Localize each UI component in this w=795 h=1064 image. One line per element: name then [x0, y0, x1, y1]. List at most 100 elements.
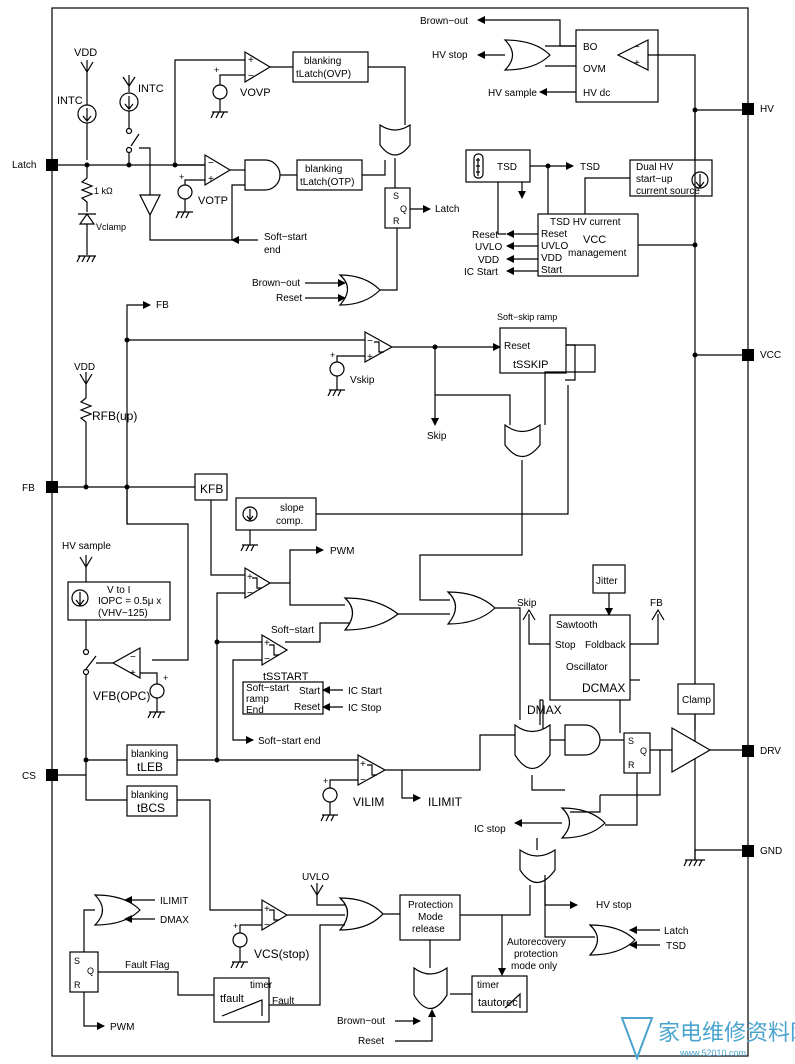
tsstart-label: tSSTART [263, 671, 309, 683]
svg-text:−: − [264, 654, 270, 665]
pin-drv: DRV [742, 745, 781, 757]
latch-out-label: Latch [435, 204, 459, 215]
skip2-label: Skip [517, 598, 537, 609]
dmax-label: DMAX [527, 703, 562, 717]
svg-text:−: − [360, 775, 366, 786]
r1k-label: 1 kΩ [94, 186, 113, 196]
chip-outline [51, 7, 749, 1057]
blank-otp-2: tLatch(OTP) [300, 177, 354, 188]
kfb-label: KFB [200, 482, 223, 496]
pin-latch-label: Latch [12, 160, 36, 171]
tsd2-label: TSD [580, 162, 600, 173]
svg-text:+: + [330, 350, 335, 360]
brownout-top: Brown−out [420, 16, 468, 27]
vtoi-1: V to I [107, 585, 130, 596]
uvlo2-label: UVLO [302, 872, 329, 883]
svg-text:+: + [367, 352, 373, 363]
ssr-2: ramp [246, 694, 269, 705]
watermark-url: www.52010.com [679, 1048, 746, 1058]
pin-cs: CS [22, 769, 58, 782]
cs-section: blanking tLEB blanking tBCS + − + VILIM … [58, 699, 606, 911]
sawtooth-label: Sawtooth [556, 620, 598, 631]
svg-text:−: − [208, 158, 214, 169]
pin-latch: Latch [12, 159, 58, 171]
bcs-2: tBCS [137, 801, 165, 815]
svg-text:−: − [247, 588, 253, 599]
svg-text:−: − [130, 652, 136, 663]
svg-text:−: − [264, 920, 270, 931]
vccm-tsd: TSD HV current [550, 217, 621, 228]
leb-2: tLEB [137, 760, 163, 774]
svg-text:+: + [179, 172, 184, 182]
icstop2-label: IC stop [474, 824, 506, 835]
sr3-q: Q [87, 966, 94, 976]
intc2-label: INTC [138, 83, 164, 95]
ovm-label: OVM [583, 64, 606, 75]
svg-text:+: + [264, 904, 270, 915]
fb-skip-section: FB − + + Vskip Skip Soft−skip ramp Reset… [58, 300, 742, 867]
autorec-3: mode only [511, 961, 557, 972]
ssramp-title: Soft−skip ramp [497, 312, 557, 322]
ssr-1: Soft−start [246, 683, 289, 694]
vccm-reset: Reset [541, 229, 567, 240]
pin-fb: FB [22, 481, 58, 494]
brownout-label: Brown−out [252, 278, 300, 289]
dcmax-label: DCMAX [582, 681, 625, 695]
vccm-start: Start [541, 265, 562, 276]
pin-vcc: VCC [742, 349, 781, 361]
vtoi-3: (VHV−125) [98, 608, 148, 619]
hvsample2-label: HV sample [62, 541, 111, 552]
brownout2-label: Brown−out [337, 1016, 385, 1027]
sr2-s: S [628, 736, 634, 746]
latch-section: VDD INTC INTC 1 kΩ Vclamp [57, 47, 459, 306]
slope-2: comp. [276, 516, 303, 527]
pwm-label: PWM [330, 546, 354, 557]
vskip-label: Vskip [350, 375, 375, 386]
svg-text:+: + [248, 55, 254, 66]
sr3-r: R [74, 980, 81, 990]
fault-flag-label: Fault Flag [125, 960, 169, 971]
dual-3: current source [636, 186, 700, 197]
pmr-1: Protection [408, 900, 453, 911]
svg-text:+: + [233, 921, 238, 931]
hv-section: BO OVM HV dc − + Brown−out HV stop HV sa… [420, 16, 742, 278]
pmr-3: release [412, 924, 445, 935]
watermark-text: 家电维修资料网 [658, 1021, 795, 1046]
ssr-start: Start [299, 686, 320, 697]
pin-drv-label: DRV [760, 746, 781, 757]
pin-vcc-label: VCC [760, 350, 781, 361]
out-icstart: IC Start [464, 267, 498, 278]
softstart-label: Soft−start [271, 625, 314, 636]
svg-text:−: − [634, 42, 640, 53]
ilimit-label: ILIMIT [428, 795, 463, 809]
blank-ovp-1: blanking [304, 56, 341, 67]
vdd-label: VDD [74, 47, 97, 59]
vcc-rail [694, 110, 742, 860]
latch3-label: Latch [664, 926, 688, 937]
hvstop2-label: HV stop [596, 900, 632, 911]
foldback-label: Foldback [585, 640, 627, 651]
fb3-label: FB [650, 598, 663, 609]
pin-hv: HV [742, 103, 774, 115]
vcsstop-label: VCS(stop) [254, 947, 309, 961]
protection-section: HV stop Latch TSD Protection Mode releas… [69, 838, 688, 1047]
sr1-r: R [393, 216, 400, 226]
dual-2: start−up [636, 174, 673, 185]
svg-text:−: − [367, 336, 373, 347]
svg-text:+: + [323, 776, 328, 786]
sr3-s: S [74, 956, 80, 966]
reset-label: Reset [276, 293, 302, 304]
tsd-label: TSD [497, 162, 517, 173]
autorec-1: Autorecovery [507, 937, 566, 948]
pin-cs-label: CS [22, 771, 36, 782]
ss-end-2: end [264, 245, 281, 256]
sr2-r: R [628, 760, 635, 770]
pin-fb-label: FB [22, 483, 35, 494]
dual-1: Dual HV [636, 162, 674, 173]
bcs-1: blanking [131, 790, 168, 801]
ss-end-1: Soft−start [264, 232, 307, 243]
leb-1: blanking [131, 749, 168, 760]
autorec-2: protection [514, 949, 558, 960]
hvdc-label: HV dc [583, 88, 610, 99]
